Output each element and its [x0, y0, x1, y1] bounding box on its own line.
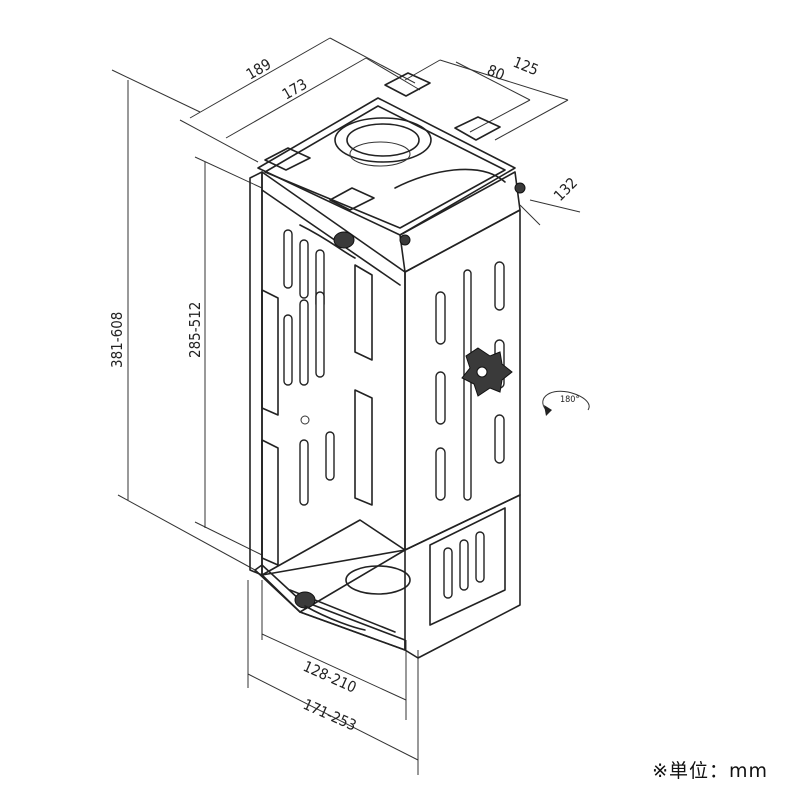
dim-height-inner: 285-512 — [186, 302, 204, 358]
rear-knob-icon — [333, 231, 355, 249]
dim-top-width-outer: 189 — [243, 55, 274, 83]
unit-note: ※単位：mm — [652, 760, 768, 782]
dim-bottom-width-outer: 171-253 — [300, 695, 359, 734]
lower-extension — [254, 494, 521, 659]
rotation-arrow-icon — [542, 390, 590, 413]
dim-top-depth-inner: 80 — [485, 61, 508, 84]
dimension-lines — [111, 37, 581, 775]
dim-top-depth-outer: 125 — [511, 53, 542, 79]
dim-top-width-inner: 173 — [279, 75, 310, 103]
top-plate — [257, 72, 516, 236]
left-frame — [249, 171, 406, 576]
dim-side-depth: 132 — [550, 174, 581, 205]
dim-bottom-width-inner: 128-210 — [300, 657, 359, 696]
rotation-label: 180° — [560, 395, 580, 405]
dim-height-outer: 381-608 — [108, 312, 126, 368]
bottom-knob-icon — [294, 591, 316, 609]
knobs — [294, 168, 526, 631]
